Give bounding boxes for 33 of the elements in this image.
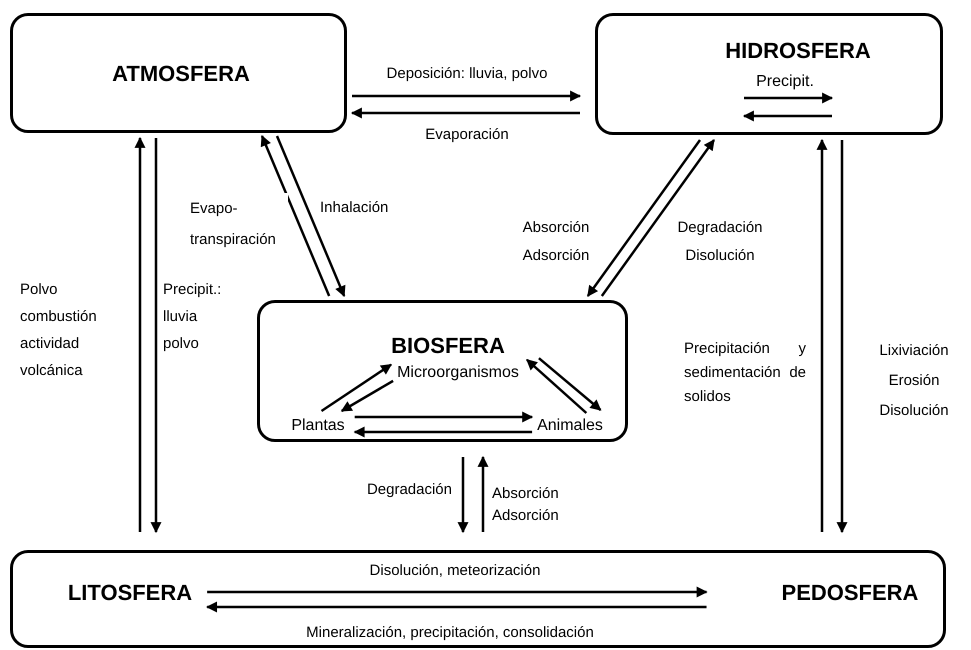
rounded-box (595, 13, 943, 135)
node-label: PEDOSFERA (782, 580, 918, 606)
arrow (586, 139, 702, 297)
box-note: Precipit. (756, 73, 814, 91)
arrow (600, 139, 716, 297)
arrow (478, 456, 488, 532)
arrow (836, 140, 848, 534)
node-label: Animales (537, 417, 603, 435)
arrow (150, 138, 162, 534)
arrow (458, 457, 468, 534)
arrow (816, 138, 828, 532)
arrow (206, 602, 707, 612)
node-label: LITOSFERA (68, 580, 192, 606)
rounded-box (10, 13, 347, 133)
rounded-box (257, 300, 628, 442)
arrow (276, 136, 346, 298)
rounded-box (10, 550, 946, 648)
node-label: Microorganismos (397, 364, 519, 382)
box-title: BIOSFERA (391, 333, 505, 359)
arrow (340, 380, 394, 412)
arrow (260, 134, 330, 296)
arrow (352, 90, 582, 102)
box-title: HIDROSFERA (725, 38, 871, 64)
arrow (207, 586, 708, 598)
arrow (538, 357, 602, 411)
arrow (354, 426, 532, 438)
arrow (320, 364, 392, 412)
arrow (350, 108, 580, 118)
arrow (526, 358, 588, 414)
arrow (354, 412, 534, 422)
box-title: ATMOSFERA (112, 61, 250, 87)
node-label: Plantas (291, 417, 345, 435)
arrow (134, 136, 146, 532)
